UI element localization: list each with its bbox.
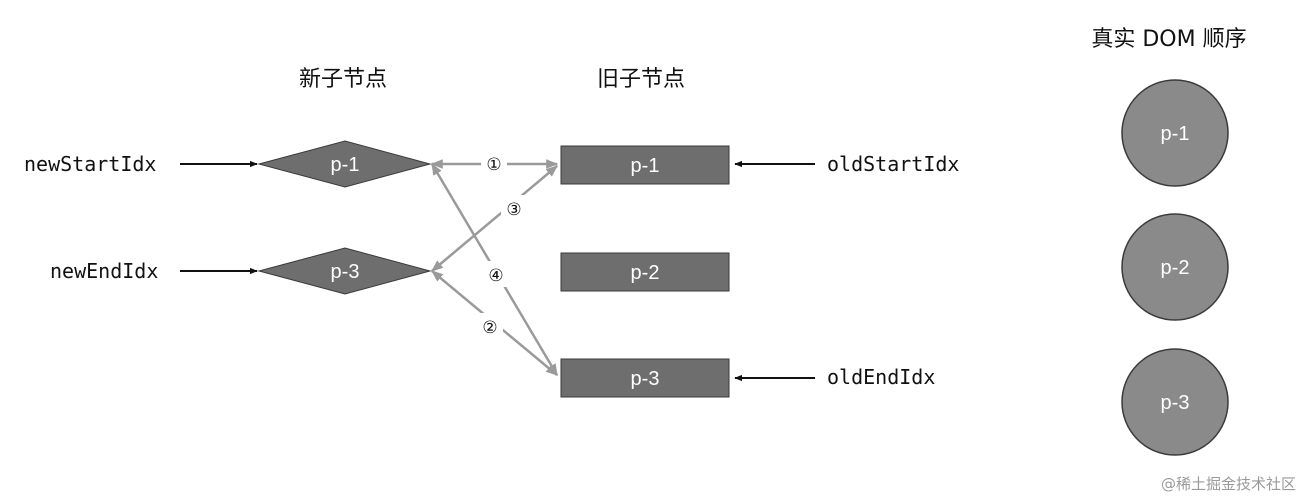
new-node-p1-shape: [257, 140, 432, 188]
old-end-idx-label: oldEndIdx: [827, 365, 935, 389]
watermark: @稀土掘金技术社区: [1161, 475, 1296, 493]
dom-node-p2-label: p-2: [1161, 257, 1190, 279]
old-node-p2-label: p-2: [631, 262, 660, 284]
real-dom-order-title: 真实 DOM 顺序: [1091, 27, 1246, 52]
step-1-label: ①: [486, 155, 501, 175]
old-node-p1-label: p-1: [631, 155, 660, 177]
step-3-label: ③: [506, 200, 521, 220]
step-4-bg: [483, 261, 509, 287]
dom-node-p3-circle: [1121, 348, 1229, 456]
step-3-bg: [501, 195, 527, 221]
old-node-p1-shape: [560, 145, 730, 185]
old-start-idx-label: oldStartIdx: [827, 152, 959, 176]
dom-node-p3-label: p-3: [1161, 392, 1190, 414]
old-node-p2-shape: [560, 252, 730, 292]
old-children-title: 旧子节点: [597, 67, 685, 92]
new-node-p3-label: p-3: [331, 261, 360, 283]
new-start-idx-label: newStartIdx: [24, 152, 156, 176]
step-1-bg: [481, 150, 507, 176]
dom-node-p2-circle: [1121, 213, 1229, 321]
step-2-label: ②: [482, 318, 497, 338]
dom-node-p1-circle: [1121, 79, 1229, 187]
step-4-label: ④: [488, 266, 503, 286]
old-node-p3-label: p-3: [631, 368, 660, 390]
new-end-idx-label: newEndIdx: [50, 259, 158, 283]
new-children-title: 新子节点: [299, 67, 387, 92]
dom-node-p1-label: p-1: [1161, 123, 1190, 145]
compare-arrow-3: [431, 165, 558, 272]
new-node-p1-label: p-1: [331, 154, 360, 176]
old-node-p3-shape: [560, 358, 730, 398]
step-2-bg: [477, 313, 503, 339]
new-node-p3-shape: [257, 247, 432, 295]
